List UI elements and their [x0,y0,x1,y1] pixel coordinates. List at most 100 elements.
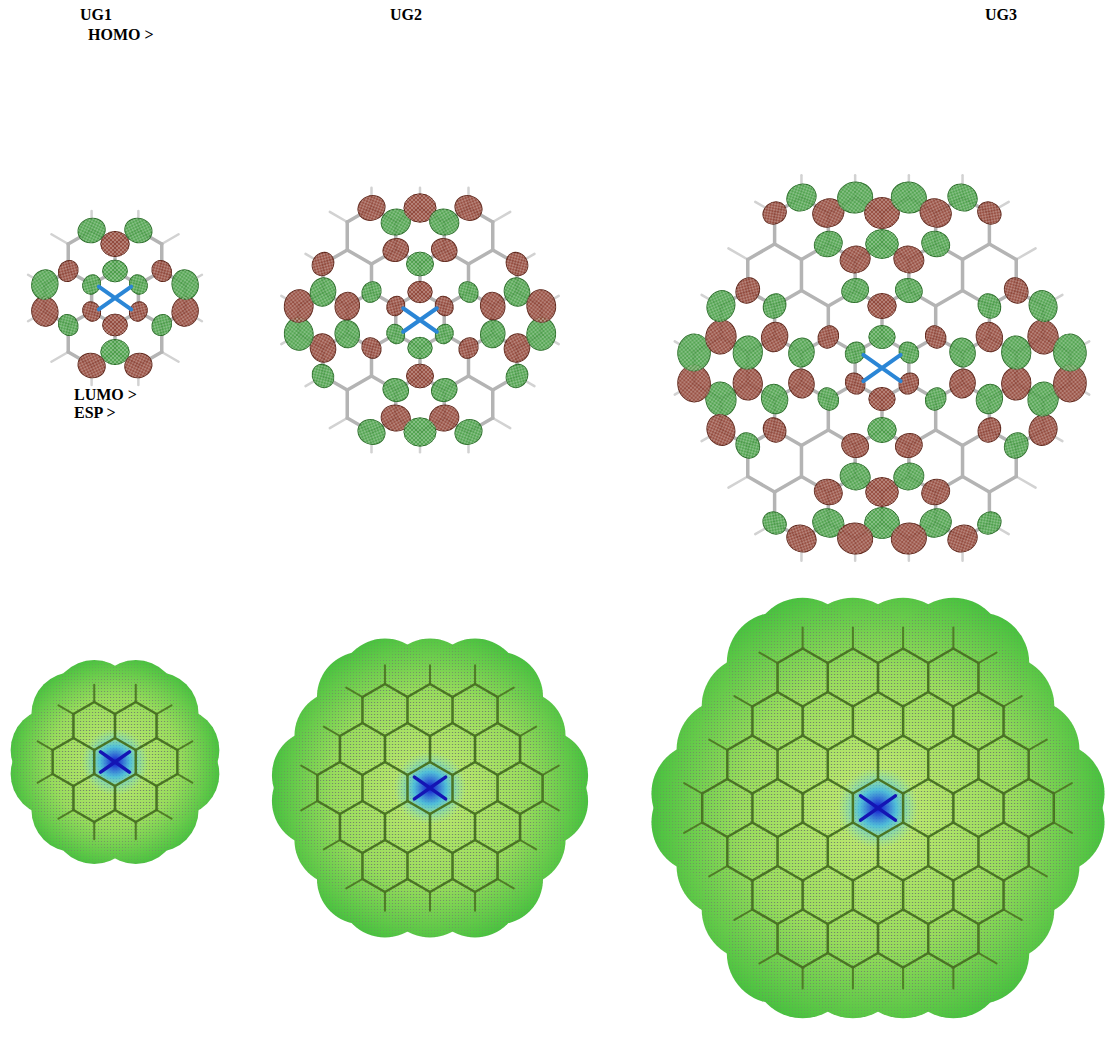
lobe-mesh [169,294,200,328]
cc-bond [347,376,371,390]
ch-bond [301,766,317,775]
orbital-lobe [892,275,925,306]
lobe-mesh [1052,333,1088,372]
cc-bond [748,244,775,260]
lobe-mesh [308,360,338,391]
orbital-lobe [731,365,764,401]
ch-bond [157,705,172,714]
ch-bond [1054,783,1072,793]
lobe-mesh [121,215,155,247]
lobe-mesh [786,336,816,369]
cc-bond [928,736,953,751]
lobe-mesh [758,319,791,355]
cc-bond [475,840,498,853]
carbon-bonds [53,702,178,822]
cc-bond [94,702,115,714]
ug1-homo [28,211,202,385]
cc-bond [878,779,903,794]
cc-bond [953,866,978,881]
ch-bond [952,968,954,989]
cc-bond [115,702,136,714]
lobe-mesh [451,415,486,448]
cc-bond [72,786,75,810]
cc-bond [362,801,385,814]
orbital-lobe [103,260,128,282]
ch-bond [759,653,777,663]
cc-bond [474,814,477,840]
cc-bond [406,775,409,801]
cc-bond [927,663,930,692]
lobe-mesh [101,339,129,364]
cc-bond [853,692,878,707]
cc-bond [752,692,777,707]
cc-bond [828,692,853,707]
orbital-lobe [169,267,200,301]
cc-bond [407,879,430,892]
surface-mesh-part [1003,743,1105,845]
cc-bond [928,866,953,881]
orbital-lobe [869,387,895,410]
ch-bond [58,705,73,714]
cc-bond [775,244,802,260]
cc-bond [451,853,454,879]
surface-part [497,730,588,821]
orbital-lobe [974,290,1005,323]
lobe-mesh [947,367,977,400]
cc-bond [978,910,1003,925]
cc-bond [53,738,74,750]
cc-bond [803,910,828,925]
cc-bond [928,953,953,968]
cc-bond [316,775,319,801]
orbital-lobe [1025,286,1062,325]
cc-bond [362,684,385,697]
surface-mesh [11,660,220,864]
orbital-lobe [404,418,436,446]
cc-bond [953,649,978,664]
orbital-lobe [921,322,950,352]
cc-bond [157,738,178,750]
cc-bond [803,866,828,881]
cc-bond [903,953,928,968]
ch-bond [135,822,137,839]
cc-bond [430,879,453,892]
orbital-lobe [786,336,816,369]
cc-bond [1002,707,1005,736]
ch-bond [520,727,536,736]
orbital-lobe [758,319,791,355]
cc-bond [801,430,828,446]
ch-bond [177,741,192,750]
cc-bond [474,736,477,762]
cc-bond [491,222,495,250]
cc-bond [927,924,930,953]
cc-bond [778,736,803,751]
cc-bond [73,702,94,714]
lobe-mesh [869,325,895,348]
cc-bond [953,910,978,925]
orbital-lobe [408,337,432,358]
ug3-esp [651,598,1104,1019]
orbital-lobe [947,336,977,369]
ch-bond [1004,696,1022,706]
lobe-mesh [383,321,408,347]
cc-bond [828,953,853,968]
cc-bond [803,779,828,794]
orbital-lobe [432,293,457,319]
orbital-lobe [702,410,739,449]
cc-bond [978,866,1003,881]
lobe-mesh [283,288,315,324]
cc-bond [157,774,178,786]
dopant-cross [863,355,900,381]
lobe-mesh [838,430,871,461]
orbital-lobe [55,311,82,339]
cc-bond [498,762,521,775]
cc-bond [953,736,978,751]
cc-bond [727,823,752,838]
surface-mesh [272,639,588,938]
lobe-mesh [814,322,843,352]
cc-bond [340,723,363,736]
cc-bond [803,692,828,707]
orbital-lobe [333,290,362,322]
cc-bond [827,924,830,953]
cc-bond [430,840,453,853]
orbital-lobe [868,294,896,319]
